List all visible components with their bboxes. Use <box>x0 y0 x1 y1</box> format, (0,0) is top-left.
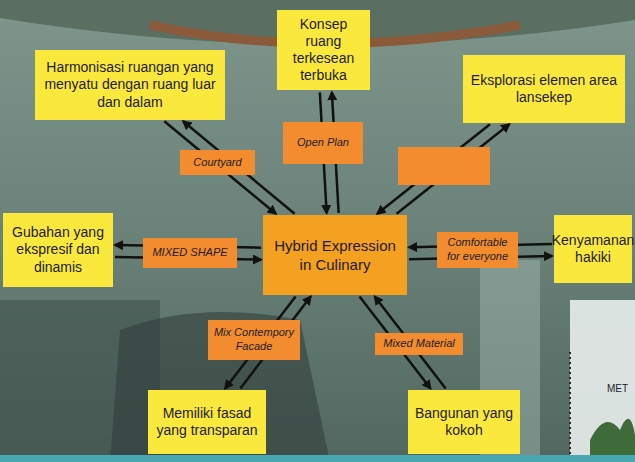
concept-box: Eksplorasi elemen area lansekep <box>463 55 625 123</box>
box-text: Eksplorasi elemen area lansekep <box>469 72 619 106</box>
concept-box: Gubahan yang ekspresif dan dinamis <box>3 213 113 287</box>
box-text: Bangunan yang kokoh <box>414 405 514 439</box>
box-text: Gubahan yang ekspresif dan dinamis <box>9 224 107 275</box>
concept-box: Kenyamanan hakiki <box>554 215 632 283</box>
connector-arrow <box>397 124 510 214</box>
box-text: Kenyamanan hakiki <box>552 232 635 266</box>
stray-label: MET <box>607 383 628 394</box>
edge-label: Mix Contempory Facade <box>208 320 300 360</box>
connector-arrow <box>377 124 490 214</box>
box-text: Hybrid Expression in Culinary <box>271 236 399 275</box>
label-patch <box>398 147 490 185</box>
edge-label: Open Plan <box>283 122 363 164</box>
concept-box: Bangunan yang kokoh <box>408 390 520 454</box>
concept-box: Harmonisasi ruangan yang menyatu dengan … <box>35 50 225 120</box>
edge-label: Mixed Material <box>375 333 463 355</box>
box-text: Memiliki fasad yang transparan <box>154 405 260 439</box>
edge-label: Courtyard <box>180 150 255 175</box>
box-text: Konsep ruang terkesean terbuka <box>283 16 364 84</box>
central-box: Hybrid Expression in Culinary <box>263 215 407 295</box>
connector-arrow <box>164 121 275 213</box>
concept-box: Memiliki fasad yang transparan <box>148 390 266 454</box>
concept-box: Konsep ruang terkesean terbuka <box>277 10 370 90</box>
edge-label: Comfortable for everyone <box>437 232 518 268</box>
box-text: Harmonisasi ruangan yang menyatu dengan … <box>41 59 219 110</box>
edge-label: MIXED SHAPE <box>143 238 237 268</box>
